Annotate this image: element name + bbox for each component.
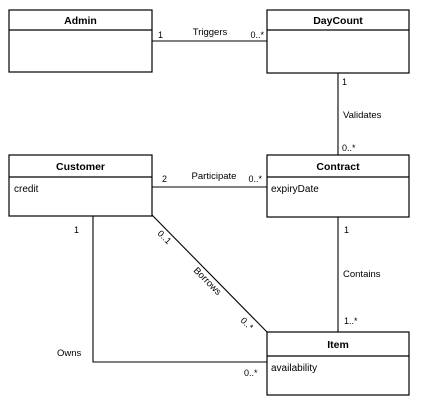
contract-attribute-expirydate: expiryDate bbox=[271, 184, 319, 195]
customer-class: Customer credit bbox=[8, 154, 153, 217]
contract-class-name: Contract bbox=[316, 161, 360, 173]
item-attribute-availability: availability bbox=[271, 363, 317, 374]
owns-label: Owns bbox=[57, 348, 82, 359]
admin-class: Admin bbox=[8, 9, 153, 73]
owns-customer-multiplicity: 1 bbox=[74, 225, 79, 235]
item-class: Item availability bbox=[266, 331, 410, 396]
owns-association bbox=[92, 216, 267, 363]
participate-customer-multiplicity: 2 bbox=[162, 174, 167, 184]
contract-class: Contract expiryDate bbox=[266, 154, 410, 218]
participate-label: Participate bbox=[192, 171, 237, 182]
validates-daycount-multiplicity: 1 bbox=[342, 77, 347, 87]
validates-contract-multiplicity: 0..* bbox=[342, 143, 356, 153]
item-class-name: Item bbox=[327, 339, 349, 351]
customer-attribute-credit: credit bbox=[14, 184, 39, 195]
customer-class-name: Customer bbox=[56, 161, 105, 173]
borrows-label: Borrows bbox=[191, 265, 224, 298]
daycount-class-name: DayCount bbox=[313, 15, 363, 27]
triggers-label: Triggers bbox=[193, 27, 228, 38]
owns-item-multiplicity: 0..* bbox=[244, 368, 258, 378]
borrows-association bbox=[151, 214, 268, 333]
contains-item-multiplicity: 1..* bbox=[344, 316, 358, 326]
validates-label: Validates bbox=[343, 110, 382, 121]
admin-class-name: Admin bbox=[64, 15, 97, 27]
contains-contract-multiplicity: 1 bbox=[344, 225, 349, 235]
borrows-customer-multiplicity: 0..1 bbox=[156, 228, 174, 246]
participate-contract-multiplicity: 0..* bbox=[248, 174, 262, 184]
triggers-daycount-multiplicity: 0..* bbox=[250, 30, 264, 40]
contains-label: Contains bbox=[343, 269, 381, 280]
triggers-admin-multiplicity: 1 bbox=[158, 30, 163, 40]
daycount-class: DayCount bbox=[266, 9, 410, 74]
